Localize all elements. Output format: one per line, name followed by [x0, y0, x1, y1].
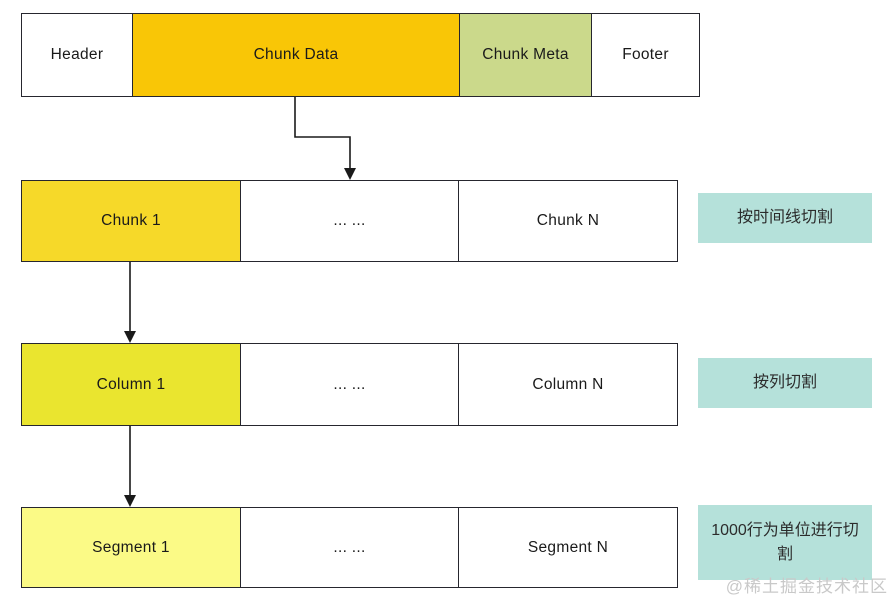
chunk-data-cell-label: Chunk Data [253, 46, 339, 63]
annotation-column-split-label: 按列切割 [752, 374, 817, 391]
watermark-text: @稀土掘金技术社区 [725, 577, 888, 596]
annotation-segment-split-label: 1000行为单位进行切割 [711, 521, 859, 563]
annotation-timeline-split-label: 按时间线切割 [736, 209, 833, 226]
segment-n-cell-label: Segment N [527, 538, 609, 556]
column-1-cell-label: Column 1 [96, 375, 166, 393]
chunk-1-cell-label: Chunk 1 [101, 212, 161, 229]
segment-1-cell-label: Segment 1 [92, 538, 170, 556]
chunk-ellipsis-cell: ... ... [240, 180, 459, 262]
arrow-column1-to-segment1 [124, 426, 136, 507]
chunk-n-cell-label: Chunk N [536, 212, 600, 229]
segment-ellipsis-label: ... ... [333, 538, 366, 556]
header-cell-label: Header [50, 46, 104, 63]
annotation-segment-split: 1000行为单位进行切割 [698, 505, 872, 580]
column-row: Column 1 ... ... Column N [21, 343, 678, 426]
segment-ellipsis-cell: ... ... [240, 507, 459, 588]
chunk-meta-cell: Chunk Meta [459, 13, 592, 97]
column-ellipsis-cell: ... ... [240, 343, 459, 426]
footer-cell: Footer [591, 13, 700, 97]
chunk-row: Chunk 1 ... ... Chunk N [21, 180, 678, 262]
header-cell: Header [21, 13, 133, 97]
column-n-cell-label: Column N [532, 375, 604, 393]
file-layout-row: Header Chunk Data Chunk Meta Footer [21, 13, 700, 97]
segment-row: Segment 1 ... ... Segment N [21, 507, 678, 588]
column-1-cell: Column 1 [21, 343, 241, 426]
chunk-n-cell: Chunk N [458, 180, 678, 262]
arrow-chunkdata-to-chunk1 [294, 97, 356, 180]
column-n-cell: Column N [458, 343, 678, 426]
arrow-chunk1-to-column1 [124, 262, 136, 343]
chunk-ellipsis-label: ... ... [333, 212, 366, 229]
chunk-data-cell: Chunk Data [132, 13, 460, 97]
chunk-1-cell: Chunk 1 [21, 180, 241, 262]
chunk-meta-cell-label: Chunk Meta [482, 46, 569, 63]
column-ellipsis-label: ... ... [333, 375, 366, 393]
annotation-timeline-split: 按时间线切割 [698, 193, 872, 243]
segment-1-cell: Segment 1 [21, 507, 241, 588]
footer-cell-label: Footer [622, 46, 669, 63]
annotation-column-split: 按列切割 [698, 358, 872, 408]
segment-n-cell: Segment N [458, 507, 678, 588]
